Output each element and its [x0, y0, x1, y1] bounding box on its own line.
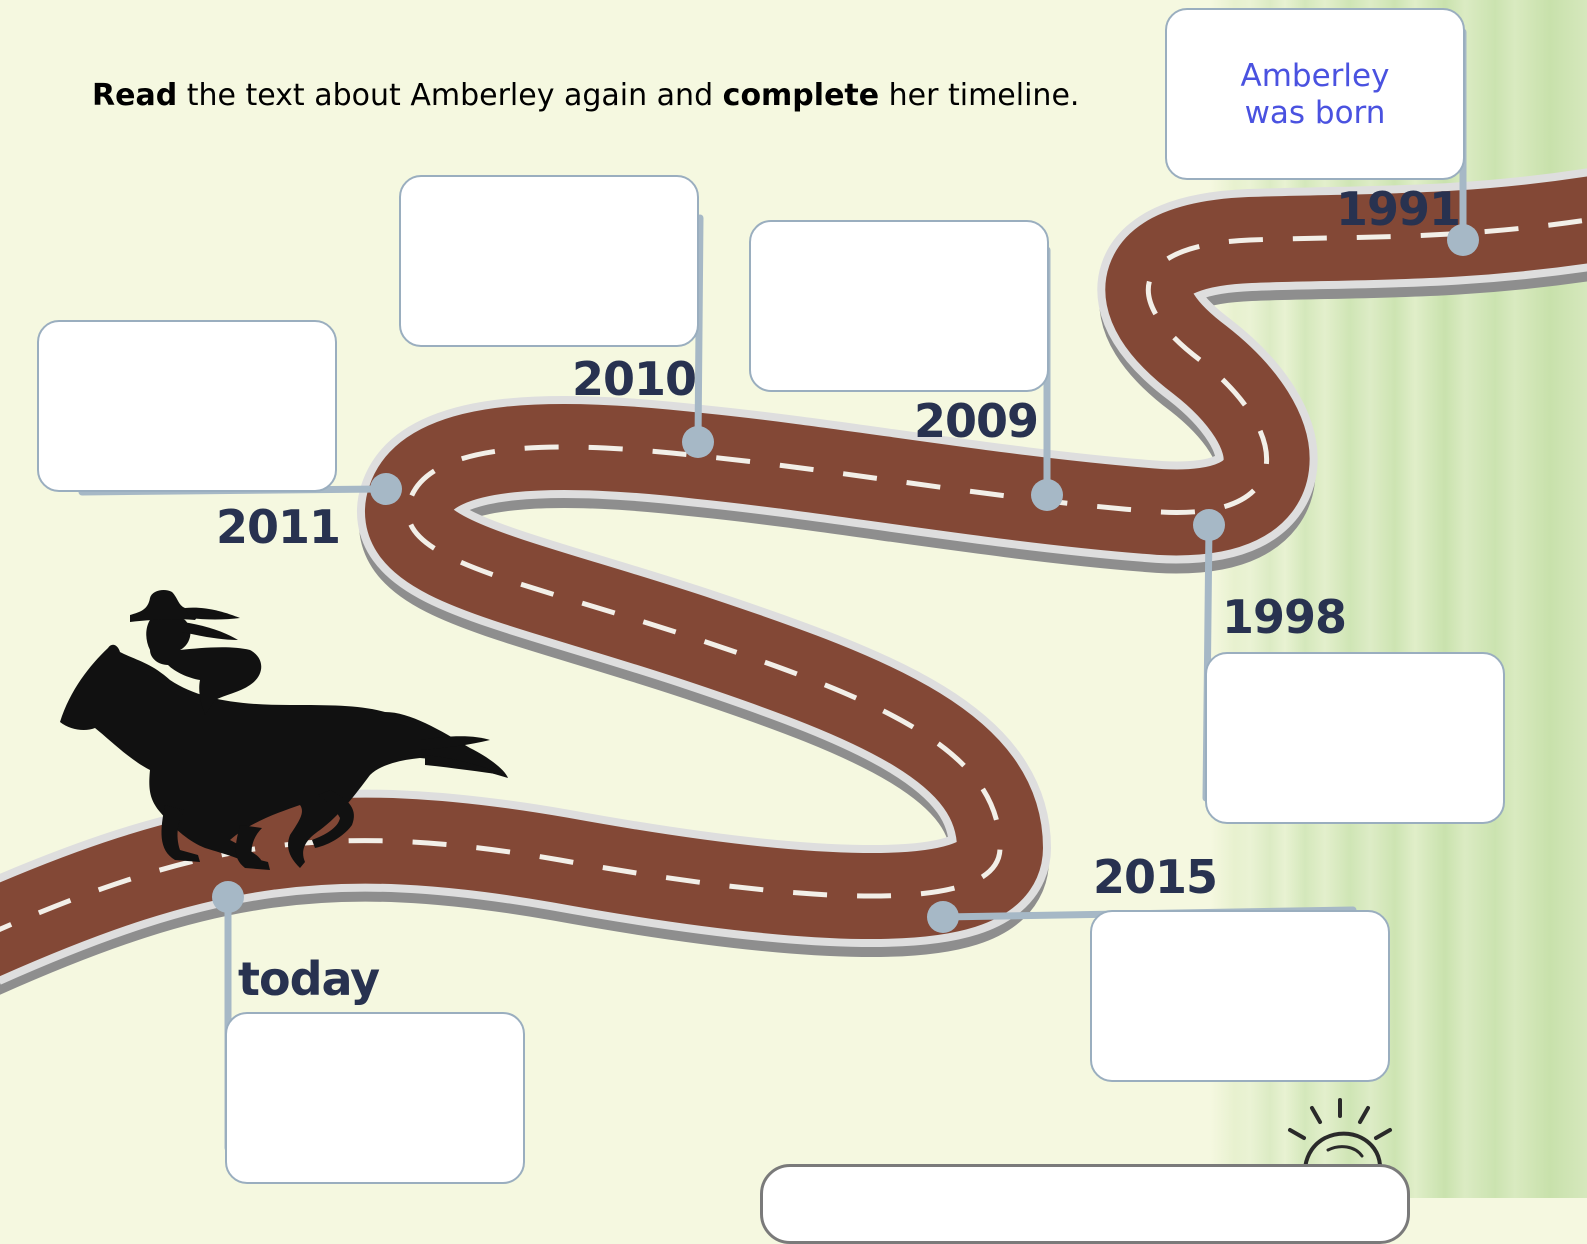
instruction-bold-complete: complete: [722, 78, 880, 113]
answer-box-today[interactable]: [225, 1012, 525, 1184]
answer-box-1991[interactable]: Amberley was born: [1165, 8, 1465, 180]
answer-box-2009[interactable]: [749, 220, 1049, 392]
year-label-1991: 1991: [1336, 182, 1461, 236]
dot-2009: [1031, 479, 1063, 511]
horse-rider-silhouette-icon: [60, 590, 508, 870]
answer-box-2010[interactable]: [399, 175, 699, 347]
answer-text-1991: Amberley was born: [1167, 58, 1463, 132]
year-label-2015: 2015: [1093, 850, 1218, 904]
year-label-1998: 1998: [1222, 590, 1347, 644]
year-label-2011: 2011: [216, 500, 341, 554]
dot-today: [212, 881, 244, 913]
year-label-2010: 2010: [572, 352, 697, 406]
dot-2015: [927, 901, 959, 933]
year-label-2009: 2009: [914, 394, 1039, 448]
connector-dots: [212, 224, 1479, 933]
connector-2010: [694, 214, 704, 446]
dot-2010: [682, 426, 714, 458]
dot-1998: [1193, 509, 1225, 541]
instruction-bold-read: Read: [92, 78, 178, 113]
answer-box-2015[interactable]: [1090, 910, 1390, 1082]
road-center-dashes: [0, 217, 1587, 932]
tip-box-partial: [760, 1164, 1410, 1244]
answer-box-1998[interactable]: [1205, 652, 1505, 824]
instruction-part-1: the text about Amberley again and: [177, 78, 723, 113]
dot-2011: [370, 473, 402, 505]
answer-box-2011[interactable]: [37, 320, 337, 492]
answer-1991-line1: Amberley: [1240, 58, 1390, 94]
instruction-part-2: her timeline.: [879, 78, 1080, 113]
year-label-today: today: [238, 952, 380, 1006]
dot-1991: [1447, 224, 1479, 256]
instruction-text: Read the text about Amberley again and c…: [92, 78, 1079, 113]
winding-road-scene: [0, 28, 1587, 1198]
answer-1991-line2: was born: [1244, 95, 1386, 131]
